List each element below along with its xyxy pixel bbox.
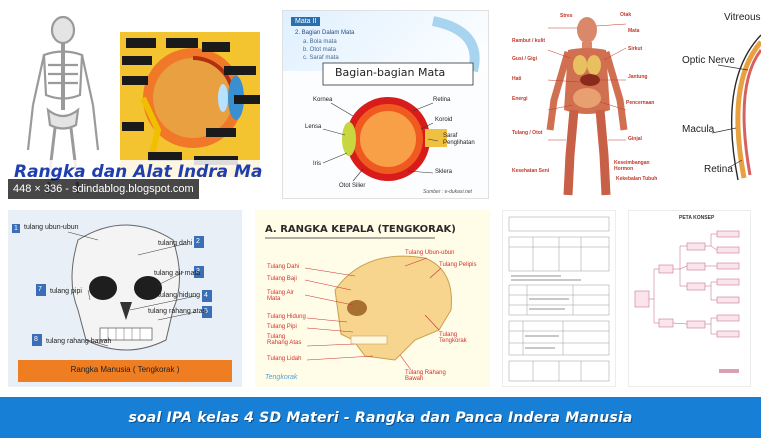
skull-label: tulang air mata (154, 270, 201, 277)
skull-front-image (8, 210, 242, 387)
diagram-label: Iris (313, 161, 321, 167)
organ-label: Pencernaan (626, 100, 655, 106)
skull-caption: Rangka Manusia ( Tengkorak ) (70, 365, 180, 374)
organ-label: Ginjal (628, 136, 642, 142)
skull-label: tulang rahang atas (148, 308, 206, 315)
skull-number: 3 (196, 268, 200, 275)
organ-label: Jantung (628, 74, 648, 80)
skull-side-label: Tulang Baji (267, 276, 297, 282)
skull-label: tulang ubun-ubun (24, 224, 79, 231)
diagram-label: Lensa (305, 124, 322, 130)
skull-number: 4 (204, 292, 208, 299)
skull-side-label: Tulang Air Mata (267, 290, 294, 302)
skull-side-label: Tulang Lidah (267, 356, 302, 362)
result-tile-worksheet[interactable] (502, 210, 616, 387)
overlay-title: Rangka dan Alat Indra Manusia (14, 162, 262, 182)
watermark: Tengkorak (265, 374, 298, 381)
caption-text: soal IPA kelas 4 SD Materi - Rangka dan … (128, 409, 633, 426)
skull-number: 2 (196, 238, 200, 245)
result-tile-skeleton-eye[interactable]: Rangka dan Alat Indra Manusia 448 × 336 … (8, 10, 262, 199)
skull-side-image (255, 210, 490, 387)
skull-side-label: Tulang Pipi (267, 324, 297, 330)
list-item: b. Otot mata (303, 47, 337, 53)
diagram-label: Sklera (435, 169, 453, 175)
section-heading: A. RANGKA KEPALA (TENGKORAK) (265, 224, 456, 235)
organ-label: Kekebalan Tubuh (616, 176, 658, 182)
skull-label: tulang pipi (50, 288, 82, 295)
worksheet-image (508, 216, 610, 382)
eye-label: Optic Nerve (682, 55, 735, 66)
skull-side-label: Tulang Tengkorak (439, 332, 467, 344)
diagram-title: Bagian-bagian Mata (335, 66, 446, 79)
result-tile-eye-parts[interactable]: Mata II 2. Bagian Dalam Mata a. Bola mat… (282, 10, 489, 199)
result-tile-body-organs[interactable]: Stres Otak Mata Rambut / kulit Gusi / Gi… (508, 10, 666, 199)
skeleton-eye-image (8, 10, 262, 199)
diagram-label: Kornea (313, 97, 333, 103)
result-tile-concept-map[interactable]: PETA KONSEP (628, 210, 751, 387)
organ-label: Kesehatan Seni (512, 168, 550, 174)
skull-number: 8 (34, 336, 38, 343)
list-item: a. Bola mata (303, 39, 337, 45)
organ-label: Rambut / kulit (512, 38, 546, 44)
skull-label: tulang hidung (158, 292, 201, 299)
eye-label: Retina (704, 164, 733, 175)
skull-side-label: Tulang Rahang Bawah (405, 370, 446, 382)
skull-number: 7 (38, 286, 42, 293)
skull-number: 1 (12, 224, 20, 233)
skull-side-label: Tulang Dahi (267, 264, 300, 270)
skull-label: tulang dahi (158, 240, 193, 247)
organ-label: Mata (628, 28, 640, 34)
skull-side-label: Tulang Rahang Atas (267, 334, 302, 346)
organ-label: Keseimbangan Hormon (614, 160, 650, 172)
eye-diagram (322, 16, 480, 182)
organ-label: Hati (512, 76, 522, 82)
skull-number: 5 (204, 308, 208, 315)
skull-side-label: Tulang Ubun-ubun (405, 250, 455, 256)
result-tile-skull-side[interactable]: A. RANGKA KEPALA (TENGKORAK) Tulang Ubun… (255, 210, 490, 387)
organ-label: Energi (512, 96, 528, 102)
image-size-source-badge: 448 × 336 - sdindablog.blogspot.com (8, 179, 199, 199)
list-title: 2. Bagian Dalam Mata (295, 30, 355, 36)
organ-label: Gusi / Gigi (512, 56, 538, 62)
skull-side-label: Tulang Pelipis (439, 262, 477, 268)
result-tile-eye-closeup[interactable]: Vitreous Optic Nerve Macula Retina (678, 10, 761, 199)
caption-bar: soal IPA kelas 4 SD Materi - Rangka dan … (0, 397, 761, 438)
eye-label: Macula (682, 124, 715, 135)
skull-side-label: Tulang Hidung (267, 314, 306, 320)
organ-label: Stres (560, 13, 573, 19)
diagram-label: Otot Silier (339, 183, 366, 189)
eye-label: Vitreous (724, 12, 761, 23)
chapter-label: Mata II (291, 17, 321, 26)
diagram-label: Retina (433, 97, 451, 103)
concept-map-title: PETA KONSEP (679, 215, 715, 221)
diagram-label: Koroid (435, 117, 453, 123)
eye-closeup-image (711, 34, 761, 181)
concept-map-image (634, 230, 740, 373)
organ-label: Otak (620, 12, 632, 18)
diagram-label: Saraf Penglihatan (443, 133, 475, 146)
source-credit: Sumber : e-dukasi.net (423, 189, 472, 195)
skull-label: tulang rahang bawah (46, 338, 112, 345)
list-item: c. Saraf mata (303, 55, 339, 61)
result-tile-skull-front[interactable]: 1 tulang ubun-ubun 2 tulang dahi 3 tulan… (8, 210, 242, 387)
body-organs-image (546, 17, 628, 196)
organ-label: Sirkut (628, 46, 643, 52)
organ-label: Tulang / Otot (512, 130, 543, 136)
